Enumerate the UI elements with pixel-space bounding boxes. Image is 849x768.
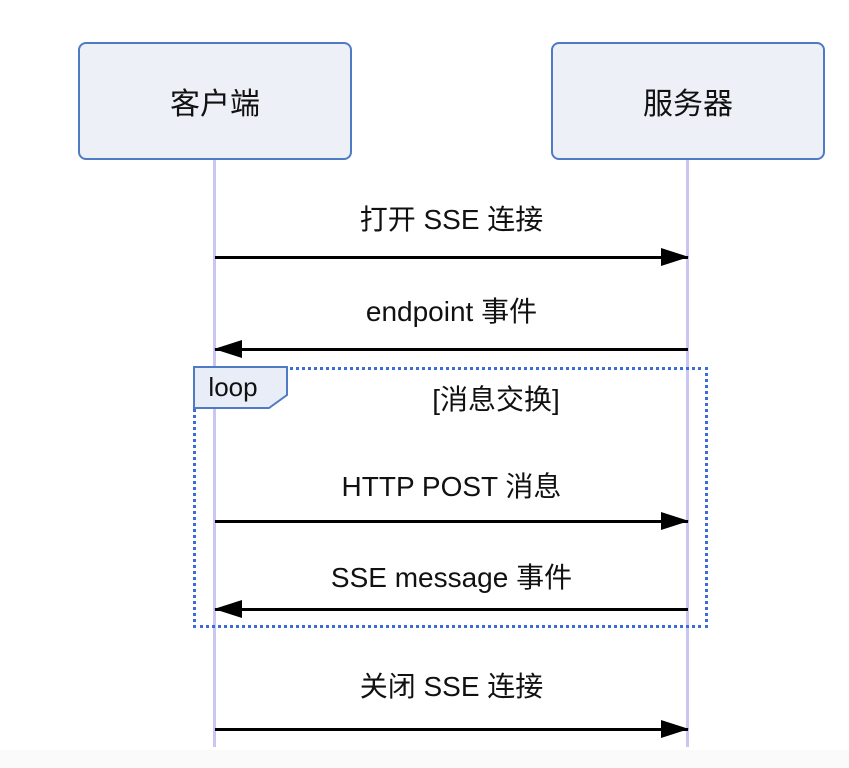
message-1-label: 打开 SSE 连接 (359, 204, 544, 235)
loop-label-shape (193, 366, 288, 409)
lifeline-client (213, 160, 216, 747)
message-5-arrow-right (215, 721, 689, 737)
page-background-strip (0, 750, 849, 768)
message-2-arrow-left (214, 341, 688, 357)
lifeline-server (686, 160, 689, 747)
loop-frame (193, 367, 708, 628)
loop-title: [消息交换] (432, 384, 560, 415)
message-3-label: HTTP POST 消息 (341, 471, 562, 502)
actor-client-label: 客户端 (170, 88, 260, 121)
actor-server-label: 服务器 (643, 88, 733, 121)
message-1-arrow-right (215, 249, 689, 265)
message-5-label: 关闭 SSE 连接 (359, 671, 544, 702)
actor-client: 客户端 (78, 42, 352, 160)
message-2-label: endpoint 事件 (365, 296, 538, 327)
message-4-label: SSE message 事件 (330, 562, 573, 593)
actor-server: 服务器 (551, 42, 825, 160)
message-4-arrow-left (214, 601, 688, 617)
loop-keyword: loop (208, 372, 258, 402)
message-3-arrow-right (215, 513, 689, 529)
